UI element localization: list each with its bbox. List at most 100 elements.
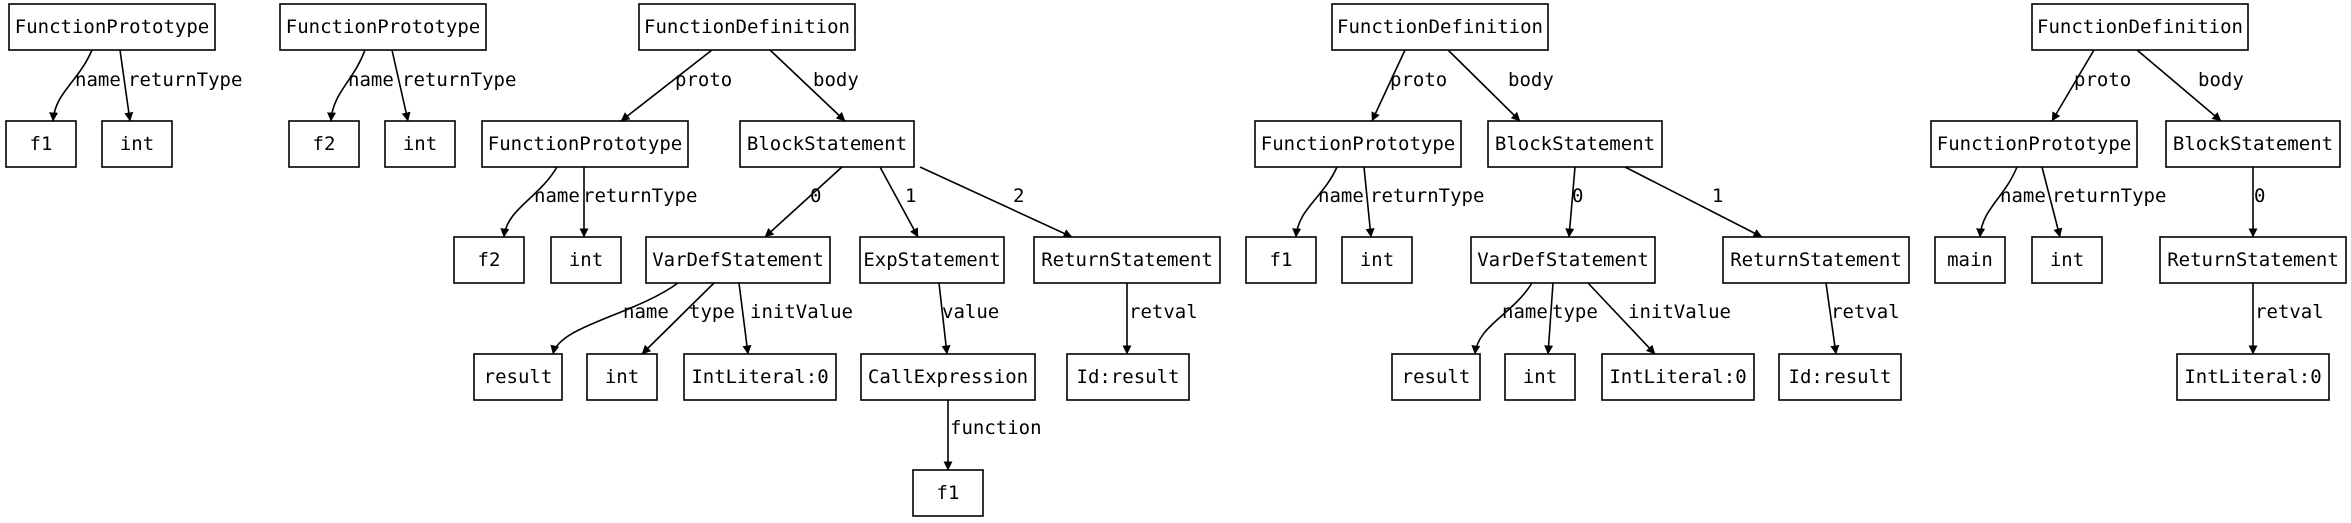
node-fd3: FunctionDefinition (2031, 3, 2249, 51)
edge-label-e8: returnType (583, 185, 697, 207)
node-box (279, 3, 487, 51)
node-box (1778, 353, 1902, 401)
node-label: FunctionPrototype (1261, 133, 1455, 155)
node-box (384, 120, 456, 168)
edge-label-e21: returnType (1370, 185, 1484, 207)
edge-e13 (641, 282, 715, 355)
node-label: main (1947, 249, 1993, 271)
node-fd1-proto-ret: int (550, 236, 622, 284)
node-label: int (1523, 366, 1557, 388)
node-label: int (1360, 249, 1394, 271)
node-label: int (605, 366, 639, 388)
node-fp2-ret: int (384, 120, 456, 168)
node-label: BlockStatement (1495, 133, 1655, 155)
node-label: CallExpression (868, 366, 1028, 388)
edge-label-e30: name (2000, 185, 2046, 207)
node-box (1341, 236, 1413, 284)
node-label: Id:result (1789, 366, 1892, 388)
node-box (1722, 236, 1910, 284)
node-box (2159, 236, 2347, 284)
edge-label-e23: 1 (1712, 185, 1723, 207)
node-box (1254, 120, 1462, 168)
edge-e30 (1976, 166, 2018, 238)
edge-label-e19: body (1508, 69, 1554, 91)
edge-label-e9: 0 (810, 185, 821, 207)
edge-label-e33: retval (2255, 301, 2324, 323)
node-label: FunctionDefinition (644, 16, 850, 38)
node-box (1391, 353, 1481, 401)
node-label: ExpStatement (863, 249, 1000, 271)
edge-label-e7: name (534, 185, 580, 207)
node-fd1-body: BlockStatement (739, 120, 915, 168)
node-fd2: FunctionDefinition (1331, 3, 1549, 51)
node-label: f1 (30, 133, 53, 155)
node-label: FunctionPrototype (15, 16, 209, 38)
edge-e6 (769, 49, 846, 122)
node-box (1601, 353, 1755, 401)
node-box (550, 236, 622, 284)
node-box (859, 236, 1005, 284)
node-fd2-proto-name: f1 (1245, 236, 1317, 284)
edge-e12 (550, 282, 679, 355)
node-box (739, 120, 915, 168)
node-box (1066, 353, 1190, 401)
edge-label-e1: name (75, 69, 121, 91)
node-fd1-ret: ReturnStatement (1033, 236, 1221, 284)
node-label: int (569, 249, 603, 271)
edge-label-e17: retval (1129, 301, 1198, 323)
edge-label-e26: initValue (1628, 301, 1731, 323)
node-box (1487, 120, 1663, 168)
edge-label-e29: body (2198, 69, 2244, 91)
node-label: f2 (313, 133, 336, 155)
node-box (5, 120, 77, 168)
edge-label-e10: 1 (905, 185, 916, 207)
edge-label-e4: returnType (402, 69, 516, 91)
node-box (481, 120, 689, 168)
edge-label-e2: returnType (128, 69, 242, 91)
node-fd1-proto: FunctionPrototype (481, 120, 689, 168)
node-fd3-proto: FunctionPrototype (1930, 120, 2138, 168)
node-fd1-proto-name: f2 (453, 236, 525, 284)
node-label: FunctionPrototype (286, 16, 480, 38)
node-box (473, 353, 563, 401)
node-label: FunctionDefinition (1337, 16, 1543, 38)
edge-e3 (327, 49, 366, 122)
node-fd1-vardef-name: result (473, 353, 563, 401)
node-fd2-ret: ReturnStatement (1722, 236, 1910, 284)
edge-label-e18: proto (1390, 69, 1447, 91)
node-box (1470, 236, 1656, 284)
node-label: BlockStatement (747, 133, 907, 155)
node-box (1930, 120, 2138, 168)
edge-e19 (1447, 49, 1521, 122)
node-label: int (2050, 249, 2084, 271)
edge-e14 (738, 282, 752, 355)
node-fd1: FunctionDefinition (638, 3, 856, 51)
node-label: int (120, 133, 154, 155)
edge-label-e27: retval (1831, 301, 1900, 323)
edge-label-e25: type (1552, 301, 1598, 323)
node-box (101, 120, 173, 168)
node-box (860, 353, 1036, 401)
node-label: ReturnStatement (2167, 249, 2339, 271)
edge-e31 (2041, 166, 2063, 238)
node-label: IntLiteral:0 (1609, 366, 1746, 388)
node-fd1-vardef-init: IntLiteral:0 (683, 353, 837, 401)
edge-e26 (1587, 282, 1656, 355)
node-label: VarDefStatement (652, 249, 824, 271)
node-label: FunctionPrototype (1937, 133, 2131, 155)
node-fd1-exp: ExpStatement (859, 236, 1005, 284)
node-fd3-body: BlockStatement (2165, 120, 2341, 168)
edge-e20 (1292, 166, 1338, 238)
node-box (2031, 3, 2249, 51)
node-label: IntLiteral:0 (691, 366, 828, 388)
edge-e10 (879, 166, 919, 238)
node-box (453, 236, 525, 284)
edge-e9 (764, 166, 843, 238)
edge-label-e15: value (942, 301, 999, 323)
node-label: ReturnStatement (1041, 249, 1213, 271)
node-fd1-retval: Id:result (1066, 353, 1190, 401)
node-fd3-ret: ReturnStatement (2159, 236, 2347, 284)
node-fp2-name: f2 (288, 120, 360, 168)
edge-label-e24: name (1502, 301, 1548, 323)
